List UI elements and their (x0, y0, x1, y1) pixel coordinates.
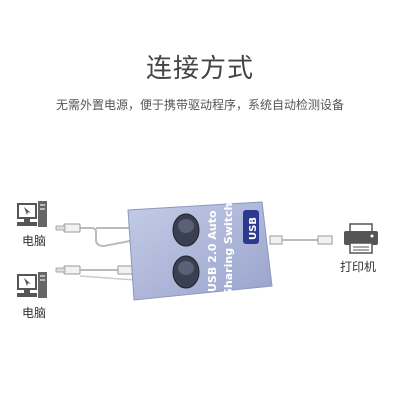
desktop-computer-icon (17, 272, 47, 298)
page-title: 连接方式 (145, 54, 254, 84)
printer-label: 打印机 (340, 260, 377, 274)
computer-label-top: 电脑 (22, 234, 47, 248)
desktop-computer-icon (17, 201, 47, 227)
cable-bottom (55, 265, 136, 281)
usb-logo-icon: USB (243, 210, 259, 244)
cable-top (55, 223, 136, 248)
cable-right (269, 235, 333, 245)
switch-text-line2: Sharing Switch (222, 203, 235, 296)
page-subtitle: 无需外置电源，便于携带驱动程序，系统自动检测设备 (55, 98, 344, 112)
switch-text-line1: USB 2.0 Auto (206, 210, 219, 292)
usb-logo-text: USB (248, 217, 259, 240)
usb-sharing-switch: USB 2.0 Auto Sharing Switch USB (127, 201, 273, 301)
computer-label-bottom: 电脑 (22, 306, 47, 320)
printer-icon (344, 223, 378, 254)
